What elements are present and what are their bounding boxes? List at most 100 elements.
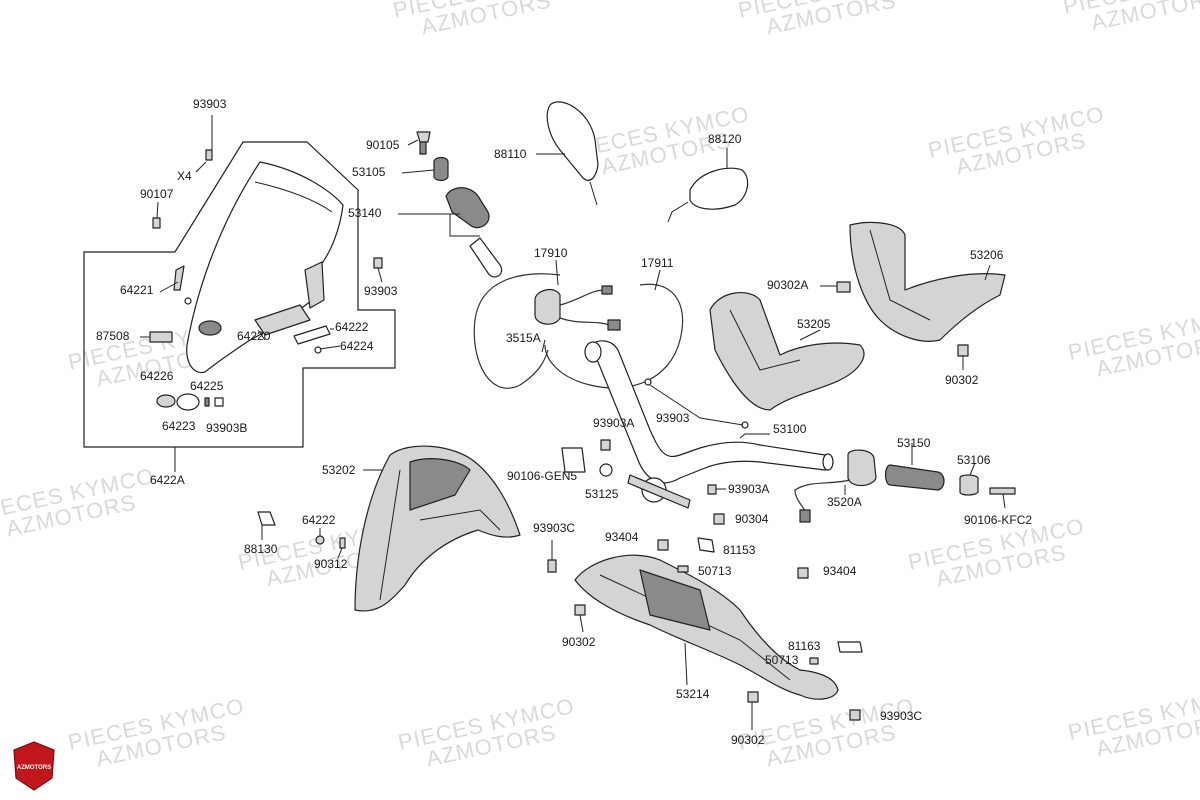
screw-93903C (547, 559, 557, 573)
part-label: 90302A (767, 278, 808, 292)
part-label: 53206 (970, 248, 1004, 262)
pad-81163 (837, 641, 863, 653)
part-label: 90304 (735, 512, 769, 526)
switch-wire (559, 317, 611, 326)
nut-90304 (713, 513, 725, 525)
front-cover-53202 (354, 445, 521, 612)
part-label: 93903C (533, 521, 575, 535)
part-label: 3520A (827, 495, 862, 509)
mirror-right-88120 (689, 167, 749, 210)
screw-93903-right (373, 257, 383, 269)
leader (377, 267, 383, 283)
nut-90302-lower (747, 691, 759, 703)
screw-93903B (214, 397, 224, 407)
connector (799, 509, 811, 523)
mirror-left-88110 (546, 101, 599, 181)
rear-cover-edge (729, 309, 801, 371)
weight-53105 (433, 156, 449, 182)
weight-53106 (959, 474, 979, 496)
mirror-right-stem (667, 201, 689, 223)
leader (579, 614, 584, 633)
part-label: 93903B (206, 421, 247, 435)
part-label: 64223 (162, 419, 196, 433)
part-label: 90312 (314, 557, 348, 571)
screw-93903A (600, 439, 611, 451)
bolt-93404 (657, 539, 669, 551)
part-label: 90105 (366, 138, 400, 152)
part-label: 93903A (728, 482, 769, 496)
washer (184, 297, 192, 305)
front-cover-edge (419, 509, 501, 531)
bolt-88130 (257, 511, 276, 526)
nut-90302 (574, 604, 586, 616)
bolt-90106-KFC2 (989, 487, 1016, 495)
part-label: 90106-KFC2 (964, 513, 1032, 527)
leader (195, 161, 207, 173)
windshield-emblem (198, 320, 222, 336)
part-label: X4 (177, 169, 192, 183)
part-label: 81153 (723, 543, 756, 557)
azmotors-logo: AZMOTORS (13, 741, 55, 791)
leader (799, 329, 821, 341)
bracket-64222 (293, 325, 331, 345)
leader (649, 384, 701, 419)
leader (407, 139, 419, 146)
leader (156, 201, 159, 219)
throttle-sleeve (469, 237, 503, 278)
switch-wire (559, 289, 606, 306)
part-label: 93903 (656, 411, 690, 425)
part-label: 64221 (120, 283, 154, 297)
part-label: 81163 (788, 639, 821, 653)
part-label: 88120 (708, 132, 742, 146)
switch-housing-3515A (534, 288, 561, 325)
part-label: 93903 (193, 97, 227, 111)
shield-icon (13, 741, 55, 791)
part-label: 87508 (96, 329, 130, 343)
screw-90302-upper (957, 344, 969, 357)
grommet-64226 (156, 394, 176, 408)
part-label: 90302 (562, 635, 596, 649)
part-label: 53150 (897, 436, 931, 450)
clip-50713 (677, 565, 689, 573)
leader (159, 281, 179, 293)
part-label: 90302 (945, 373, 979, 387)
connector (607, 319, 621, 331)
spacer-90106-GEN5 (561, 447, 586, 473)
leader (449, 214, 480, 237)
part-label: 93903 (364, 284, 398, 298)
leader (739, 433, 770, 439)
leader (337, 547, 343, 559)
handlebar-end-right (822, 453, 834, 471)
part-label: 53202 (322, 463, 356, 477)
nut-53125 (599, 463, 613, 477)
part-label: 93404 (823, 564, 857, 578)
screw-90107 (152, 217, 161, 229)
leader (684, 642, 688, 686)
part-label: 93903C (880, 709, 922, 723)
throttle-cable-3515A (473, 273, 561, 389)
screw-shaft (419, 141, 427, 155)
part-label: 90107 (140, 187, 174, 201)
mirror-left-stem (589, 181, 598, 206)
rear-cover-53205 (709, 292, 865, 411)
part-label: 53100 (773, 422, 807, 436)
handlebar-end-left (584, 341, 602, 363)
part-label: 64222 (302, 513, 336, 527)
windshield-group-frame (83, 141, 396, 448)
grommet-64222 (315, 535, 325, 545)
screw-90105 (416, 131, 431, 143)
screw-64224 (314, 346, 322, 354)
part-label: 3515A (506, 331, 541, 345)
lower-cover-insert (639, 569, 711, 631)
inner-cover-edge (869, 229, 931, 321)
windshield (186, 161, 344, 374)
part-label: 64222 (335, 320, 369, 334)
part-label: 6422A (150, 473, 185, 487)
